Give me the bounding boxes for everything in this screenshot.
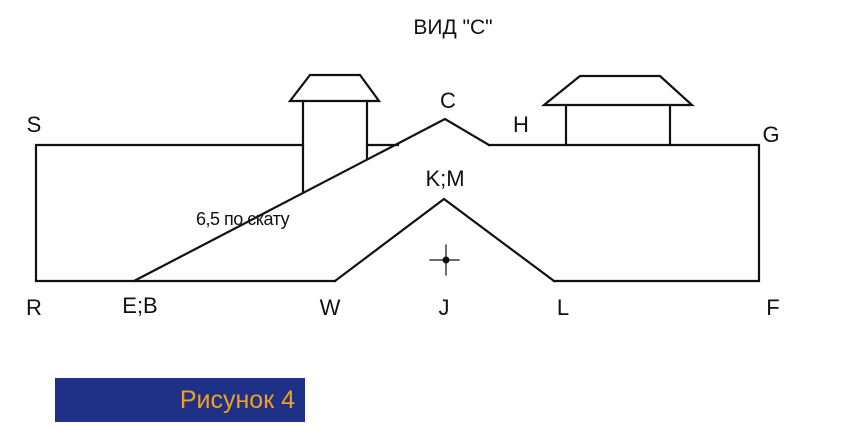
point-label-j: J: [439, 295, 450, 320]
point-label-g: G: [762, 122, 779, 147]
point-label-r: R: [26, 295, 42, 320]
right-wall-outline: [487, 143, 761, 283]
right-vent-cap: [540, 74, 695, 107]
diagram-title: ВИД "С": [413, 16, 492, 39]
figure-caption-badge: Рисунок 4: [55, 378, 305, 422]
point-label-w: W: [320, 295, 341, 320]
ridge-km-lines: [333, 197, 556, 283]
point-label-km: K;M: [425, 166, 464, 191]
point-label-l: L: [557, 295, 569, 320]
left-wall-outline: [34, 143, 337, 283]
ridge-c-lines: [132, 117, 491, 283]
point-label-h: H: [513, 112, 529, 137]
point-label-c: C: [440, 88, 456, 113]
left-chimney-cap: [287, 73, 382, 103]
point-label-f: F: [766, 295, 779, 320]
center-marker-dot: [442, 256, 450, 264]
slope-length-note: 6,5 по скату: [196, 209, 290, 229]
point-label-s: S: [27, 112, 42, 137]
point-label-eb: E;B: [122, 293, 157, 318]
figure-caption-text: Рисунок 4: [179, 385, 295, 414]
